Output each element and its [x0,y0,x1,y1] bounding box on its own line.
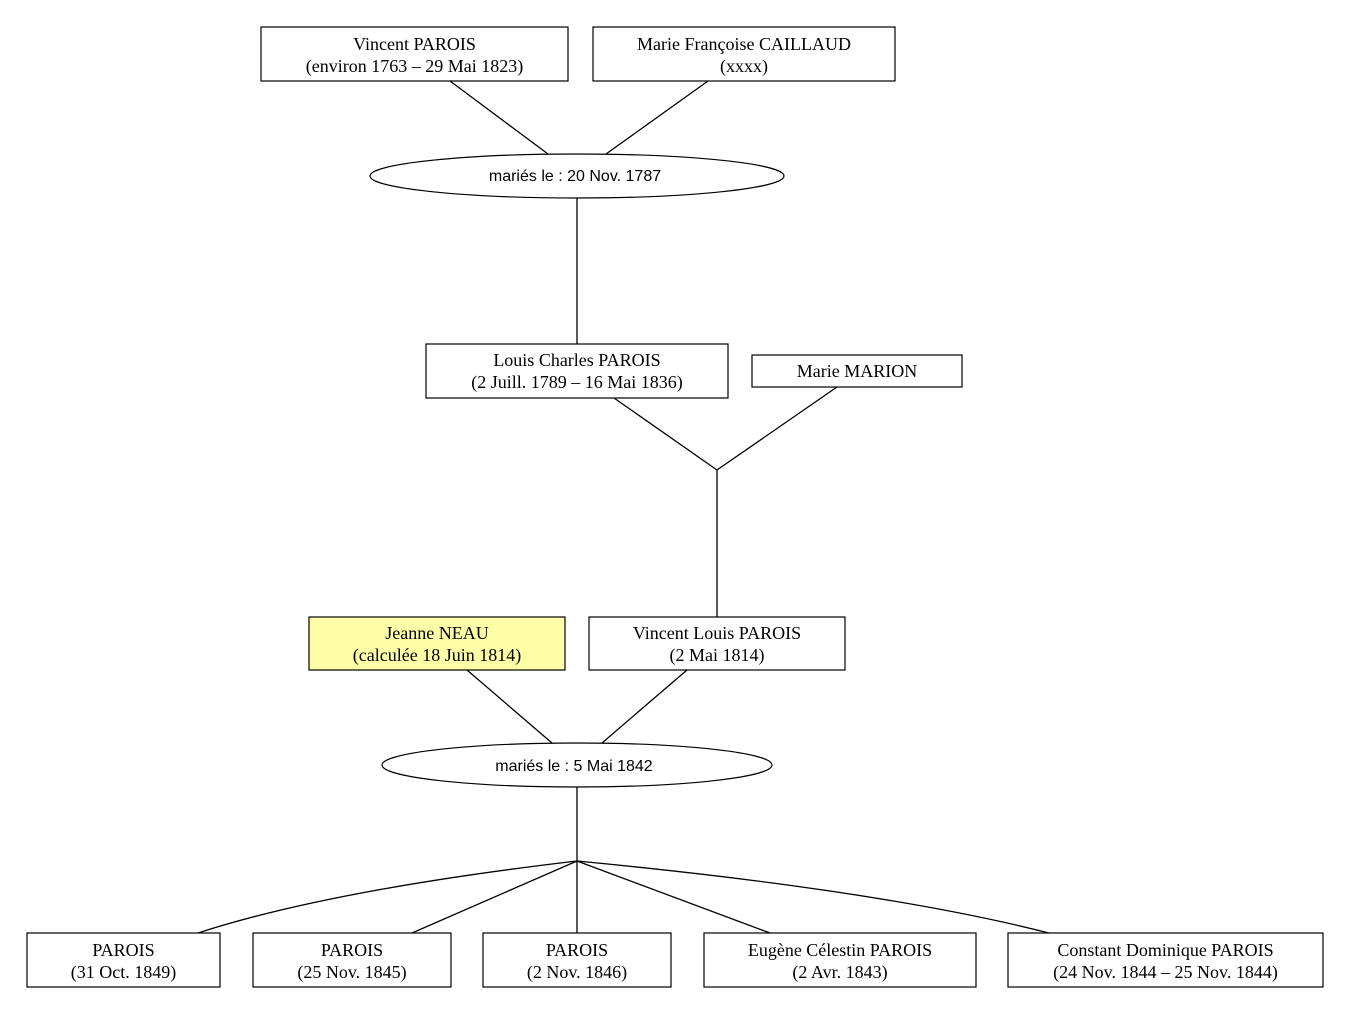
person-box-frame-highlighted [308,616,566,671]
person-box-frame [425,343,729,399]
person-dates: (2 Nov. 1846) [527,962,627,983]
person-box-frame [703,932,977,988]
person-box-frame [592,26,896,82]
edge-jeanne-to-union-1842 [466,669,553,744]
union-node-1842[interactable]: mariés le : 5 Mai 1842 [381,742,773,788]
person-dates: (24 Nov. 1844 – 25 Nov. 1844) [1053,962,1278,983]
person-box-frame [260,26,569,82]
union-label: mariés le : 5 Mai 1842 [495,758,653,775]
edge-louis-charles-to-junction [613,397,718,471]
person-name: Louis Charles PAROIS [493,350,660,370]
person-box-frame [482,932,672,988]
person-box-child-2[interactable]: PAROIS (25 Nov. 1845) [252,932,452,988]
person-box-marie-marion[interactable]: Marie MARION [751,354,963,388]
edge-hub-to-child-2 [411,860,578,934]
person-box-child-4[interactable]: Eugène Célestin PAROIS (2 Avr. 1843) [703,932,977,988]
edge-caillaud-to-union-1787 [605,80,709,155]
person-box-child-3[interactable]: PAROIS (2 Nov. 1846) [482,932,672,988]
person-box-child-5[interactable]: Constant Dominique PAROIS (24 Nov. 1844 … [1007,932,1324,988]
union-ellipse [381,742,773,788]
person-box-marie-francoise-caillaud[interactable]: Marie Françoise CAILLAUD (xxxx) [592,26,896,82]
person-box-frame [588,616,846,671]
person-box-vincent-louis-parois[interactable]: Vincent Louis PAROIS (2 Mai 1814) [588,616,846,671]
person-box-frame [26,932,221,988]
person-name: PAROIS [546,940,608,960]
union-ellipse [369,153,785,199]
person-name: PAROIS [92,940,154,960]
edge-marion-to-junction [716,386,838,471]
person-name: Constant Dominique PAROIS [1057,940,1273,960]
person-dates: (2 Juill. 1789 – 16 Mai 1836) [471,372,683,393]
edge-hub-to-child-5 [576,860,1050,934]
edge-vincent-louis-to-union-1842 [601,669,688,744]
person-box-frame [1007,932,1324,988]
connector-lines [197,80,1050,934]
person-name: Marie MARION [797,361,917,381]
person-box-louis-charles-parois[interactable]: Louis Charles PAROIS (2 Juill. 1789 – 16… [425,343,729,399]
union-label: mariés le : 20 Nov. 1787 [489,168,661,185]
person-box-vincent-parois-sr[interactable]: Vincent PAROIS (environ 1763 – 29 Mai 18… [260,26,569,82]
person-name: Vincent Louis PAROIS [633,623,801,643]
person-box-frame [252,932,452,988]
person-box-frame [751,354,963,388]
person-box-jeanne-neau[interactable]: Jeanne NEAU (calculée 18 Juin 1814) [308,616,566,671]
person-box-child-1[interactable]: PAROIS (31 Oct. 1849) [26,932,221,988]
edge-hub-to-child-1 [197,860,578,934]
person-name: Vincent PAROIS [353,34,476,54]
person-name: PAROIS [321,940,383,960]
person-dates: (xxxx) [720,56,768,77]
person-dates: (31 Oct. 1849) [71,962,176,983]
person-dates: (2 Mai 1814) [670,645,765,666]
person-dates: (environ 1763 – 29 Mai 1823) [306,56,523,77]
person-name: Jeanne NEAU [385,623,488,643]
edge-vincent-sr-to-union-1787 [449,80,549,155]
person-dates: (calculée 18 Juin 1814) [353,645,521,666]
person-dates: (25 Nov. 1845) [297,962,406,983]
person-dates: (2 Avr. 1843) [792,962,887,983]
union-node-1787[interactable]: mariés le : 20 Nov. 1787 [369,153,785,199]
edge-hub-to-child-4 [576,860,771,934]
person-name: Marie Françoise CAILLAUD [637,34,851,54]
person-name: Eugène Célestin PAROIS [748,940,932,960]
